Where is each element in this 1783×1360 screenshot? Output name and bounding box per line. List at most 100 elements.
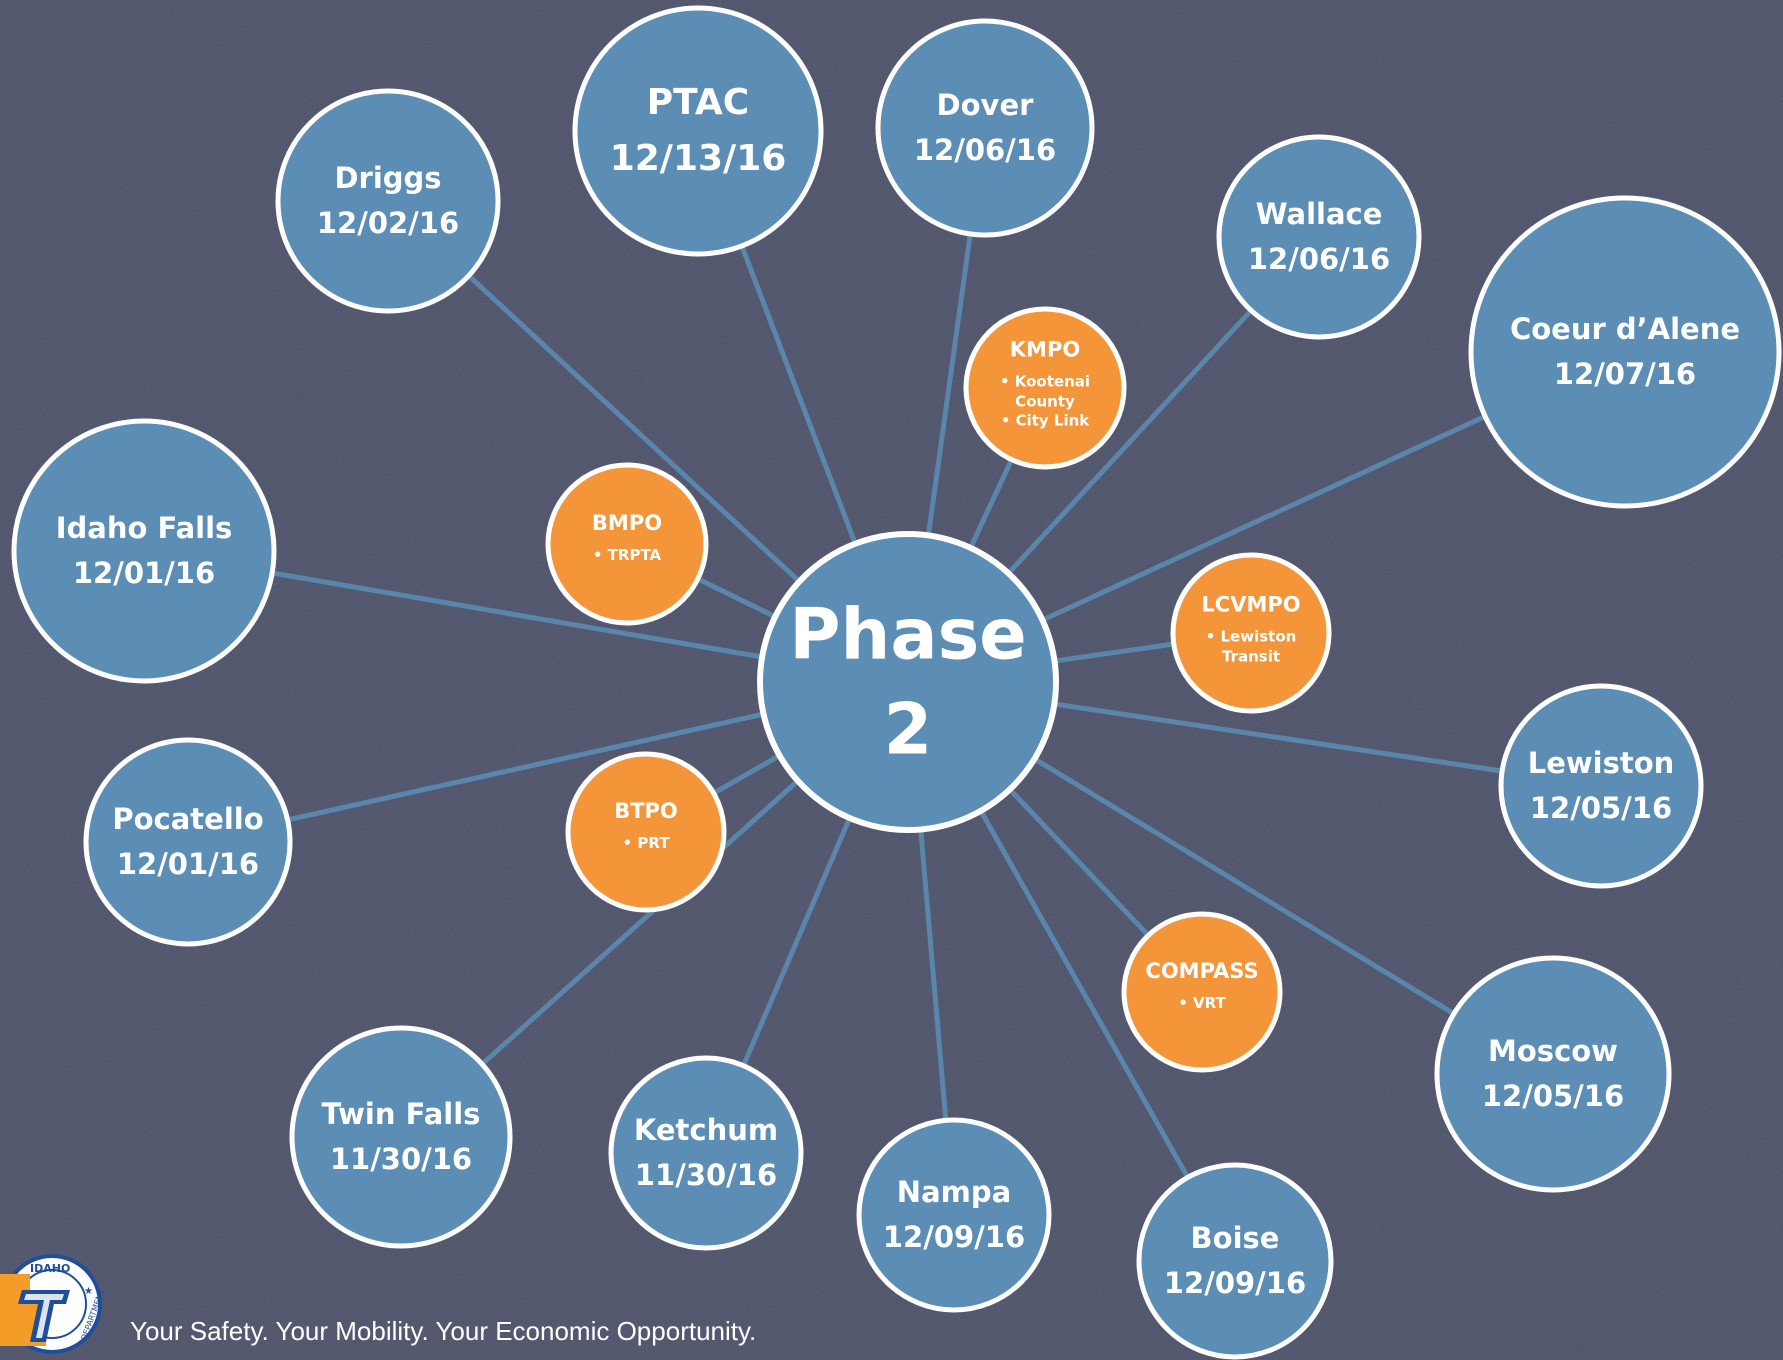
meeting-date: 12/13/16	[609, 138, 787, 179]
meeting-date: 12/01/16	[72, 556, 216, 590]
mpo-name: COMPASS	[1145, 959, 1259, 984]
node-kmpo: KMPO • Kootenai County • City Link	[1000, 337, 1090, 432]
circle-compass	[1121, 911, 1283, 1073]
node-idaho-falls: Idaho Falls 12/01/16	[56, 506, 233, 596]
connector-bmpo	[696, 576, 777, 620]
node-coeur-dalene: Coeur d’Alene 12/07/16	[1510, 307, 1740, 397]
location-name: Pocatello	[112, 802, 264, 837]
mpo-name: BMPO	[591, 511, 663, 536]
meeting-date: 12/05/16	[1481, 1079, 1625, 1113]
location-name: Wallace	[1255, 197, 1383, 232]
connector-coeur-dalene	[1041, 414, 1487, 623]
connector-dover	[925, 233, 973, 536]
meeting-date: 11/30/16	[634, 1158, 778, 1192]
meeting-date: 12/01/16	[116, 847, 260, 881]
svg-text:★: ★	[84, 1286, 93, 1297]
meeting-date: 12/05/16	[1529, 791, 1673, 825]
mpo-item: • Kootenai	[999, 372, 1091, 391]
node-btpo: BTPO • PRT	[614, 798, 678, 854]
footer-tagline: Your Safety. Your Mobility. Your Economi…	[130, 1316, 757, 1346]
circle-dover	[875, 18, 1095, 238]
node-boise: Boise 12/09/16	[1164, 1216, 1306, 1306]
location-name: Idaho Falls	[55, 511, 233, 546]
mpo-item: County	[1015, 392, 1075, 411]
connector-wallace	[1006, 308, 1253, 575]
location-name: Ketchum	[633, 1113, 779, 1148]
node-dover: Dover 12/06/16	[914, 83, 1056, 173]
location-name: Moscow	[1488, 1034, 1618, 1069]
node-lcvmpo: LCVMPO • Lewiston Transit	[1201, 591, 1300, 666]
location-name: Driggs	[334, 161, 442, 196]
node-ketchum: Ketchum 11/30/16	[634, 1108, 778, 1198]
node-bmpo: BMPO • TRPTA	[592, 510, 662, 566]
meeting-date: 12/02/16	[316, 206, 460, 240]
connector-ptac	[739, 245, 858, 545]
node-ptac: PTAC 12/13/16	[610, 75, 787, 187]
meeting-date: 12/07/16	[1553, 357, 1697, 391]
center-hub-label: Phase 2	[789, 588, 1027, 777]
circle-twin-falls	[289, 1025, 513, 1249]
connector-kmpo	[968, 458, 1014, 549]
node-lewiston: Lewiston 12/05/16	[1528, 741, 1675, 831]
circle-wallace	[1216, 134, 1422, 340]
circle-ketchum	[608, 1055, 804, 1251]
connector-pocatello	[287, 711, 765, 823]
connector-moscow	[1033, 756, 1456, 1016]
location-name: Nampa	[896, 1175, 1012, 1210]
circle-bmpo	[545, 462, 709, 626]
circle-boise	[1136, 1162, 1334, 1360]
circle-btpo	[565, 751, 727, 913]
node-compass: COMPASS • VRT	[1145, 958, 1258, 1014]
mpo-item: • Lewiston	[1205, 627, 1297, 646]
location-name: Twin Falls	[321, 1097, 481, 1132]
meeting-date: 12/06/16	[913, 133, 1057, 167]
meeting-date: 12/09/16	[1163, 1266, 1307, 1300]
node-nampa: Nampa 12/09/16	[883, 1170, 1025, 1260]
circle-idaho-falls	[11, 418, 277, 684]
circle-pocatello	[83, 737, 293, 947]
circle-moscow	[1434, 955, 1672, 1193]
node-driggs: Driggs 12/02/16	[317, 156, 459, 246]
connector-btpo	[712, 753, 781, 796]
mpo-item: • PRT	[622, 834, 670, 853]
circle-driggs	[275, 88, 501, 314]
hub-number: 2	[883, 688, 933, 770]
node-pocatello: Pocatello 12/01/16	[112, 797, 263, 887]
mpo-item: Transit	[1221, 647, 1281, 666]
connector-lcvmpo	[1054, 641, 1175, 664]
location-name: PTAC	[646, 82, 750, 124]
location-name: Boise	[1190, 1221, 1280, 1256]
meeting-date: 12/09/16	[882, 1220, 1026, 1254]
connector-idaho-falls	[271, 570, 763, 660]
mpo-item: • TRPTA	[592, 546, 662, 565]
circle-center	[757, 531, 1059, 833]
location-name: Lewiston	[1527, 746, 1675, 781]
node-moscow: Moscow 12/05/16	[1482, 1029, 1624, 1119]
connector-twin-falls	[480, 778, 800, 1067]
location-name: Dover	[936, 88, 1034, 123]
mpo-name: LCVMPO	[1201, 592, 1301, 617]
connector-ketchum	[741, 817, 852, 1067]
mpo-item: • VRT	[1178, 994, 1226, 1013]
connector-boise	[978, 809, 1190, 1179]
mpo-item: • City Link	[1000, 411, 1090, 430]
connector-driggs	[467, 273, 802, 584]
meeting-date: 11/30/16	[329, 1142, 473, 1176]
hub-title: Phase	[789, 593, 1027, 676]
circle-ptac	[572, 5, 824, 257]
connector-lewiston	[1053, 701, 1503, 774]
circle-coeur-dalene	[1468, 195, 1782, 509]
mpo-name: BTPO	[614, 799, 678, 824]
logo-text: IDAHO	[30, 1262, 70, 1275]
mpo-name: KMPO	[1009, 337, 1081, 362]
meeting-date: 12/06/16	[1247, 242, 1391, 276]
circle-nampa	[856, 1117, 1052, 1313]
itd-logo: IDAHO DEPARTMENT ★	[0, 1254, 104, 1354]
node-circles	[11, 5, 1782, 1360]
node-wallace: Wallace 12/06/16	[1248, 192, 1390, 282]
circle-lewiston	[1498, 683, 1704, 889]
location-name: Coeur d’Alene	[1509, 312, 1741, 347]
node-twin-falls: Twin Falls 11/30/16	[322, 1092, 481, 1182]
